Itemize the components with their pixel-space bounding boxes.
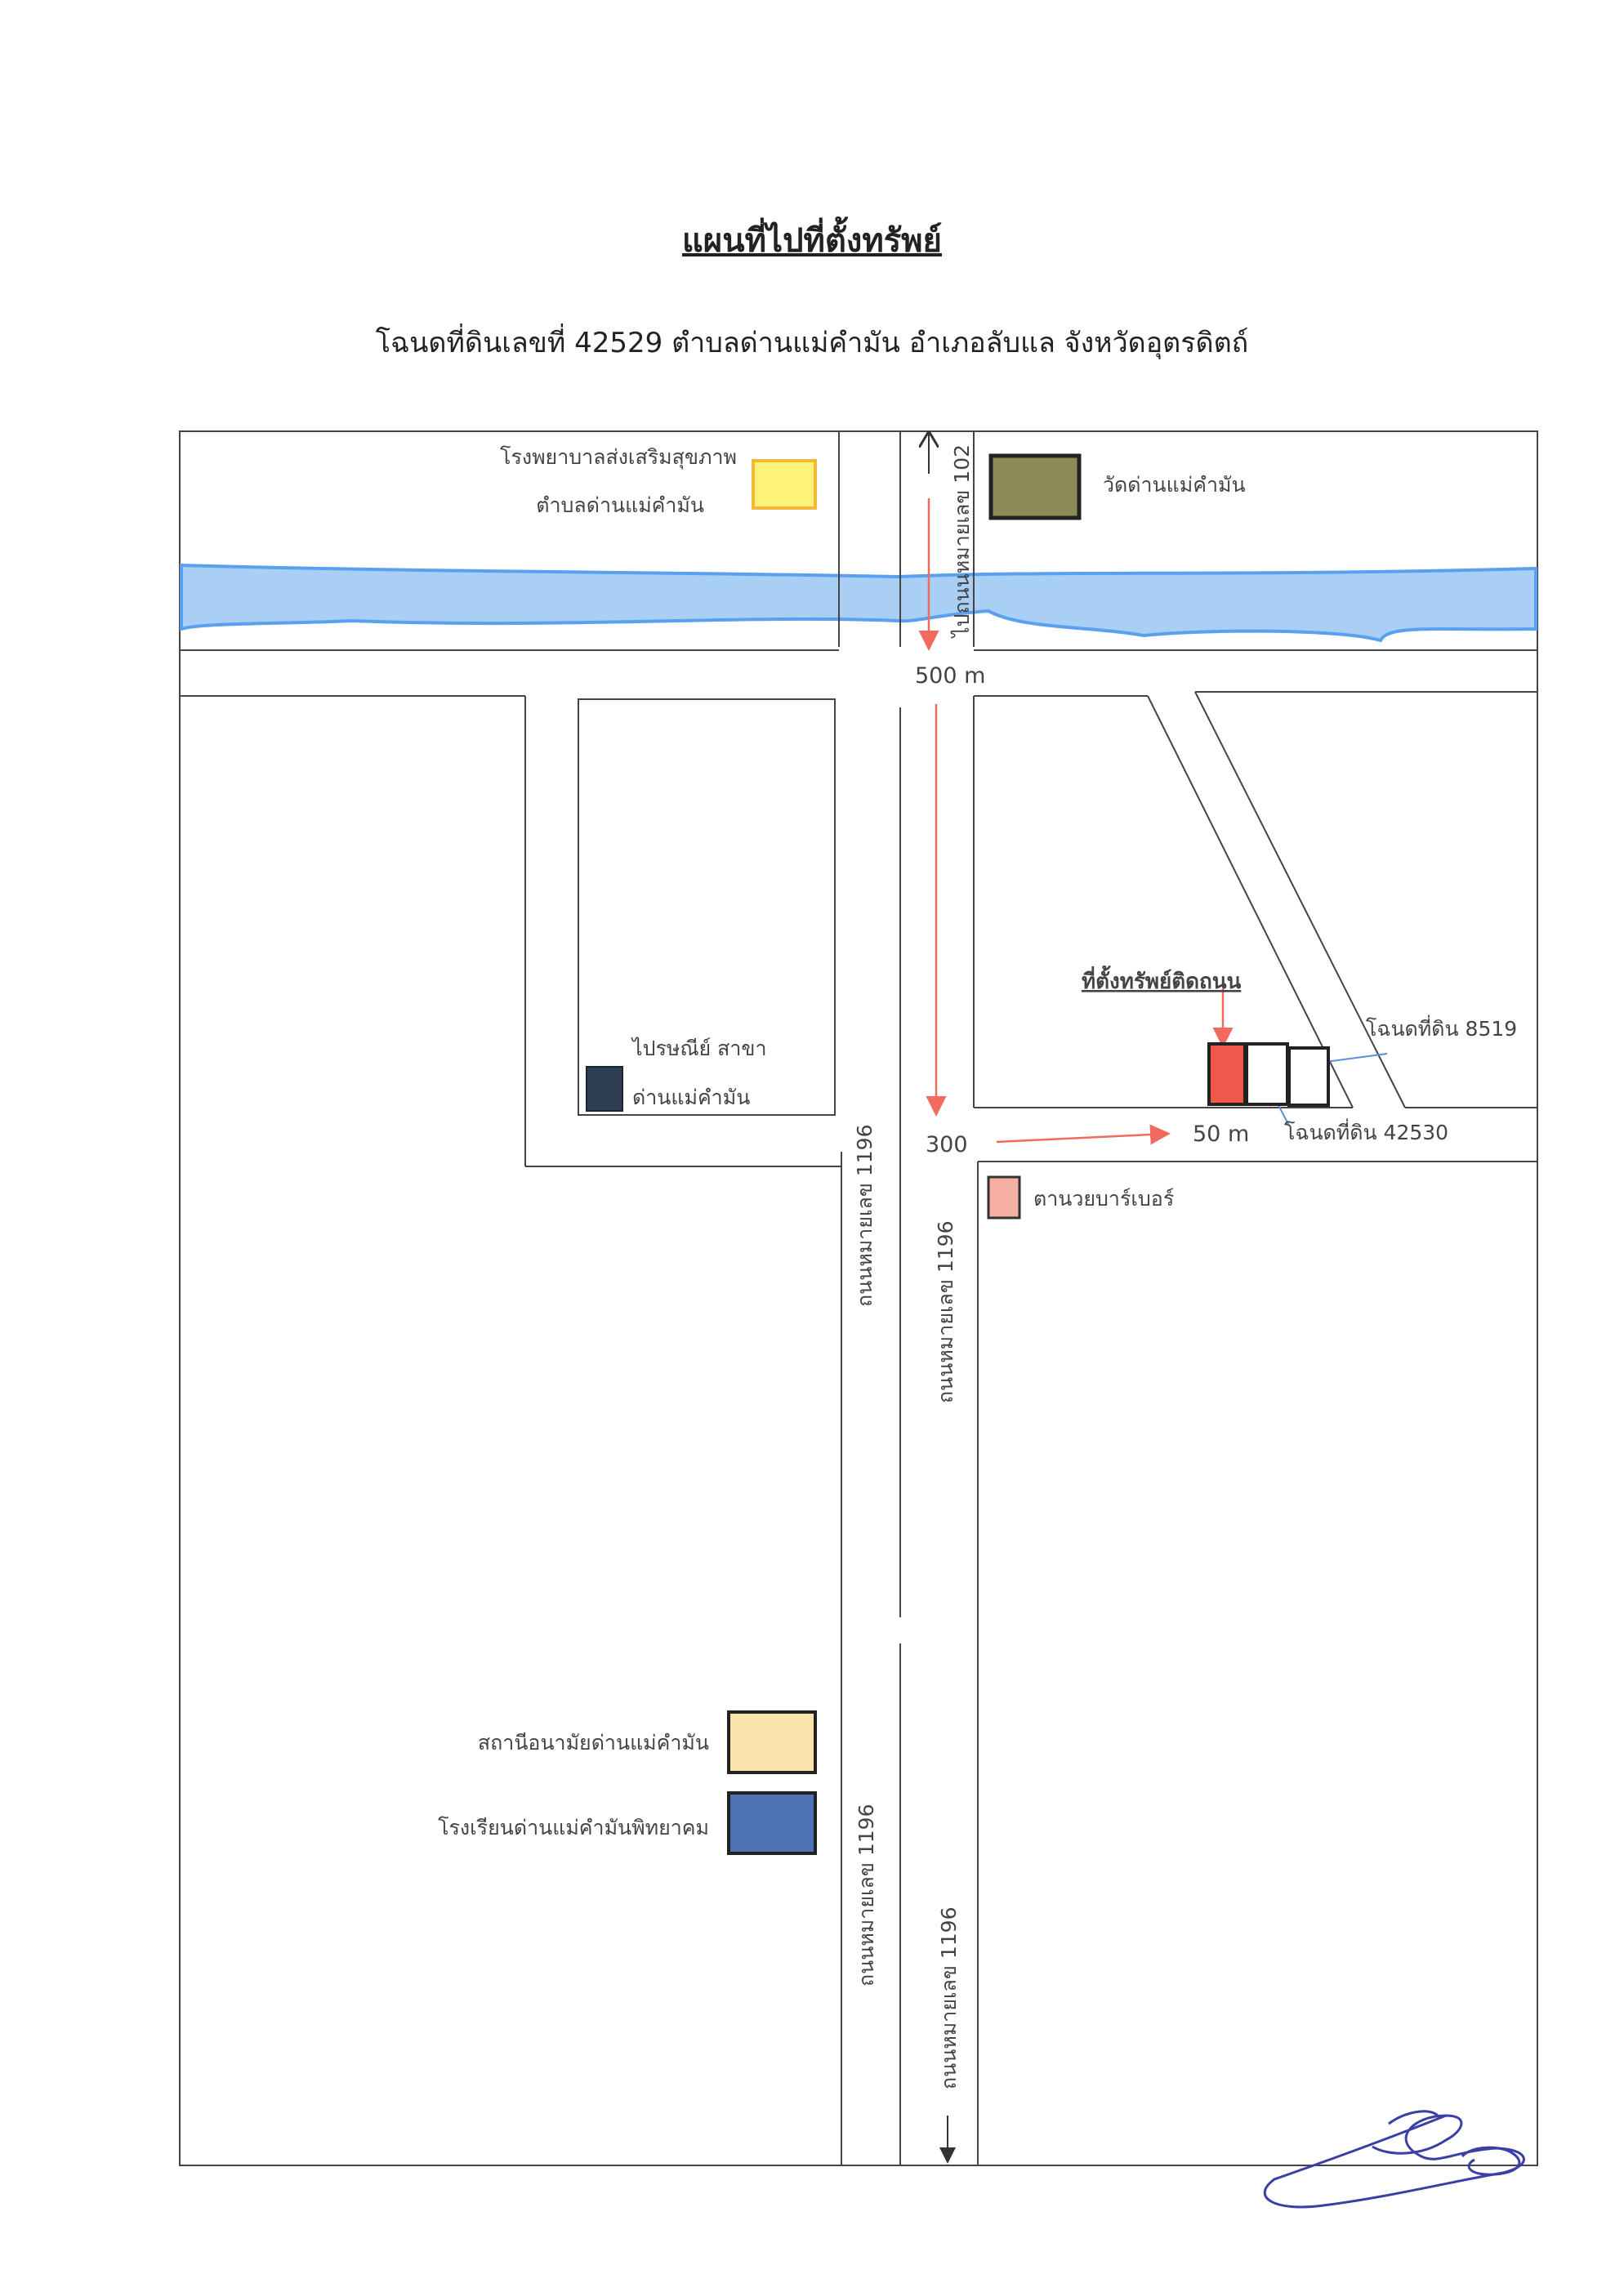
deed-42530-label: โฉนดที่ดิน 42530	[1284, 1118, 1448, 1144]
road-1196-label-1: ถนนหมายเลข 1196	[853, 1125, 877, 1308]
distance-500-label: 500 m	[915, 663, 985, 689]
property-label: ที่ตั้งทรัพย์ติดถนน	[1082, 965, 1241, 994]
temple-label: วัดด่านแม่คำมัน	[1103, 473, 1246, 497]
road-1196	[838, 431, 979, 2165]
school-label: โรงเรียนด่านแม่คำมันพิทยาคม	[438, 1816, 709, 1839]
road-102-label: ไปถนนหมายเลข 102	[950, 444, 974, 639]
parcel-42530	[1245, 1042, 1289, 1106]
parcel-8519	[1287, 1046, 1330, 1107]
deed-8519-label: โฉนดที่ดิน 8519	[1366, 1014, 1517, 1041]
health-station-label: สถานีอนามัยด่านแม่คำมัน	[478, 1731, 709, 1755]
page-subtitle: โฉนดที่ดินเลขที่ 42529 ตำบลด่านแม่คำมัน …	[375, 327, 1249, 359]
road-1196-label-2: ถนนหมายเลข 1196	[934, 1221, 957, 1404]
route-arrows	[918, 498, 1234, 1145]
hospital-marker	[752, 459, 817, 510]
distance-300-label: 300	[926, 1132, 968, 1157]
property-parcel-42529	[1207, 1042, 1247, 1106]
barber-marker	[987, 1175, 1021, 1220]
hospital-label-2: ตำบลด่านแม่คำมัน	[536, 493, 704, 517]
temple-marker	[988, 453, 1082, 520]
post-office-label-2: ด่านแม่คำมัน	[632, 1086, 750, 1109]
hospital-label-1: โรงพยาบาลส่งเสริมสุขภาพ	[500, 445, 737, 470]
road-1196-label-3: ถนนหมายเลข 1196	[854, 1804, 878, 1987]
road-blocks	[180, 649, 1537, 1167]
road-1196-label-4: ถนนหมายเลข 1196	[937, 1907, 961, 2090]
health-station-marker	[727, 1710, 817, 1774]
post-office-marker	[586, 1066, 623, 1112]
distance-50-label: 50 m	[1193, 1121, 1249, 1147]
page-title: แผนที่ไปที่ตั้งทรัพย์	[682, 222, 942, 260]
barber-label: ตานวยบาร์เบอร์	[1033, 1187, 1174, 1211]
signature	[1263, 2110, 1525, 2209]
map-frame	[179, 430, 1538, 2166]
river	[180, 563, 1537, 643]
post-office-label-1: ไปรษณีย์ สาขา	[631, 1037, 767, 1060]
property-parcels	[1207, 1042, 1330, 1107]
school-marker	[727, 1791, 817, 1855]
